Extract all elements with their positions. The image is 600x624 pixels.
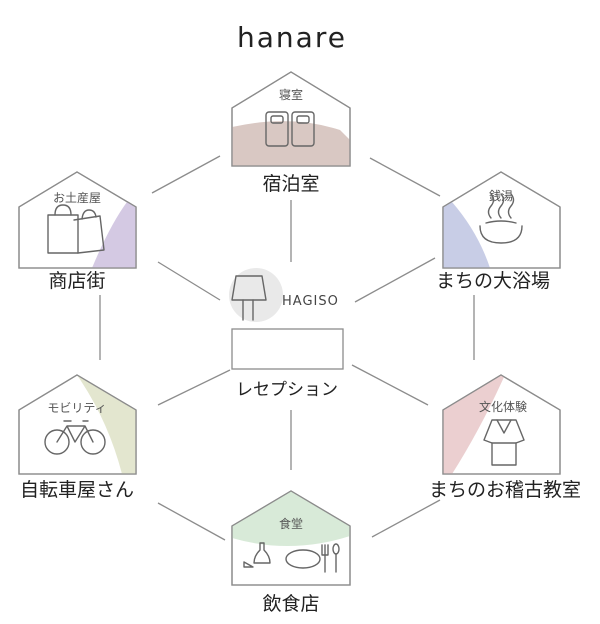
line-culture-food bbox=[371, 499, 441, 538]
reception-brand: HAGISO bbox=[282, 294, 339, 309]
tableware-icon bbox=[243, 542, 340, 573]
food-label: 飲食店 bbox=[262, 593, 319, 615]
bath-small-label: 銭湯 bbox=[489, 188, 513, 203]
lodging-label: 宿泊室 bbox=[262, 173, 319, 195]
reception-label: レセプション bbox=[236, 380, 338, 400]
hot-spring-icon bbox=[479, 193, 523, 244]
line-center-souvenir bbox=[157, 261, 221, 301]
node-souvenir: お土産屋 商店街 bbox=[18, 171, 137, 292]
node-culture: 文化体験 まちのお稽古教室 bbox=[429, 374, 581, 501]
bath-color-area bbox=[443, 202, 490, 268]
culture-small-label: 文化体験 bbox=[479, 399, 527, 414]
bed-icon bbox=[265, 111, 315, 147]
bath-label: まちの大浴場 bbox=[436, 270, 550, 292]
kimono-icon bbox=[483, 419, 525, 466]
shopping-bags-icon bbox=[47, 204, 105, 254]
mobility-small-label: モビリティ bbox=[47, 401, 106, 415]
node-food: 食堂 飲食店 bbox=[231, 490, 351, 615]
node-bath: 銭湯 まちの大浴場 bbox=[436, 171, 561, 292]
souvenir-color-area bbox=[92, 202, 136, 268]
line-center-mobility bbox=[157, 369, 231, 406]
bicycle-icon bbox=[44, 420, 106, 455]
line-lodging-bath bbox=[369, 157, 441, 197]
souvenir-small-label: お土産屋 bbox=[53, 190, 101, 205]
food-color-area bbox=[232, 491, 350, 547]
lodging-small-label: 寝室 bbox=[279, 87, 303, 102]
node-lodging: 寝室 宿泊室 bbox=[231, 71, 351, 195]
souvenir-label: 商店街 bbox=[48, 270, 105, 292]
line-center-bath bbox=[354, 257, 436, 303]
diagram-title: hanare bbox=[237, 21, 347, 54]
mobility-color-area bbox=[77, 375, 136, 474]
lodging-color-area bbox=[232, 121, 350, 166]
line-food-mobility bbox=[157, 502, 226, 541]
food-small-label: 食堂 bbox=[279, 516, 303, 531]
line-center-culture bbox=[351, 364, 429, 406]
mobility-label: 自転車屋さん bbox=[20, 479, 134, 501]
culture-label: まちのお稽古教室 bbox=[429, 479, 581, 501]
reception-desk bbox=[231, 328, 344, 370]
node-mobility: モビリティ 自転車屋さん bbox=[18, 374, 137, 501]
line-souvenir-lodging bbox=[151, 155, 221, 194]
lamp-icon bbox=[231, 275, 267, 321]
connector-lines bbox=[99, 155, 475, 541]
node-reception: HAGISO レセプション bbox=[229, 268, 344, 400]
culture-color-area bbox=[443, 375, 504, 474]
